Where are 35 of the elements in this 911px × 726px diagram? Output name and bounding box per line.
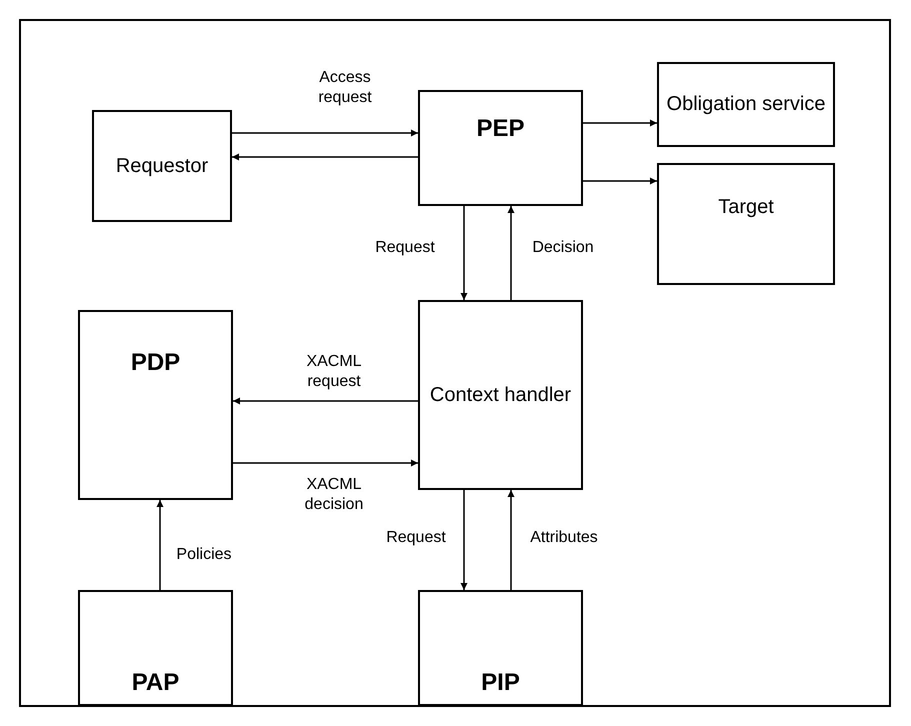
- component-name: PAP: [132, 668, 180, 698]
- arrow: [233, 460, 418, 466]
- edge-label: XACML request: [305, 352, 363, 392]
- component-box: [657, 62, 835, 147]
- edge-label: Policies: [175, 545, 233, 565]
- arrow: [460, 490, 468, 590]
- component-name: Target: [718, 195, 774, 220]
- component-name: Requestor: [116, 154, 208, 178]
- arrow: [233, 398, 418, 404]
- component-box: [78, 590, 233, 706]
- arrow: [508, 206, 514, 300]
- edge-label: Decision: [531, 238, 595, 258]
- component-name: PIP: [481, 668, 520, 698]
- arrow: [583, 178, 657, 184]
- edge-label: Request: [385, 528, 447, 548]
- component-box: [418, 590, 583, 706]
- component-name: PDP: [130, 348, 180, 378]
- component-box: [657, 163, 835, 285]
- arrow: [460, 206, 468, 300]
- arrow: [583, 120, 657, 126]
- component-name: Context handler: [430, 382, 572, 408]
- edge-label: XACML decision: [304, 475, 364, 515]
- arrow: [232, 154, 418, 160]
- component-name: PEP: [476, 114, 525, 144]
- component-box: [92, 110, 232, 222]
- edge-label: Access request: [317, 68, 373, 108]
- edge-label: Request: [374, 238, 436, 258]
- edge-label: Attributes: [529, 528, 599, 548]
- component-box: [78, 310, 233, 500]
- component-box: [418, 90, 583, 206]
- arrow: [508, 490, 514, 590]
- component-box: [418, 300, 583, 490]
- component-name: Obligation service: [666, 92, 826, 117]
- arrow: [232, 130, 418, 136]
- arrow: [156, 500, 164, 590]
